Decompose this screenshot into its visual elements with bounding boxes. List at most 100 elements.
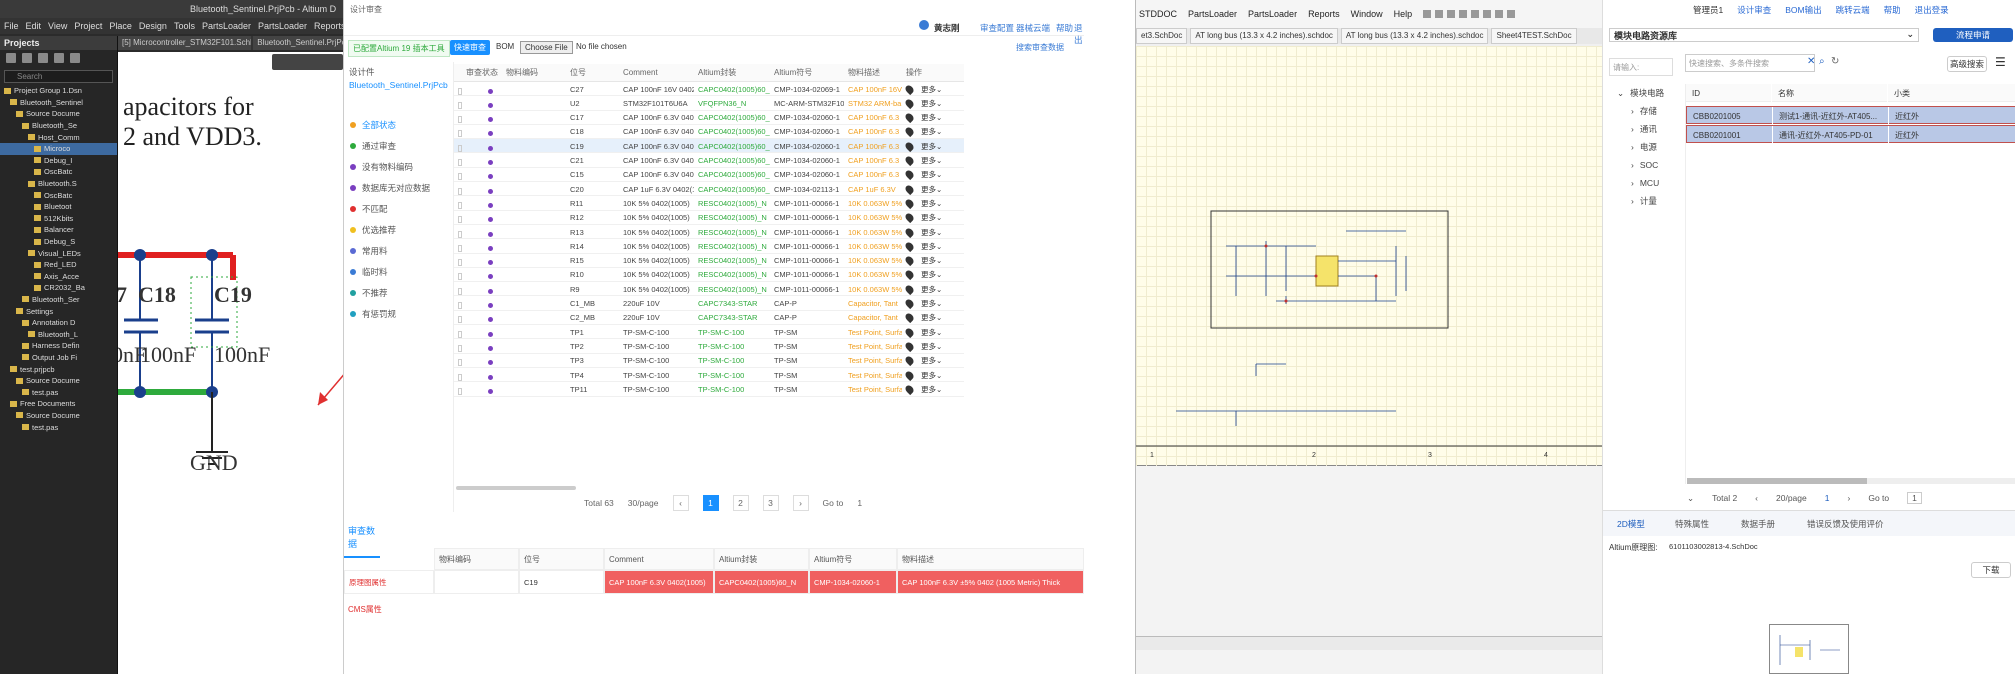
row-checkbox[interactable]	[454, 168, 462, 186]
row-checkbox[interactable]	[454, 339, 462, 357]
chevron-down-icon[interactable]: ⌄	[936, 184, 943, 194]
tree-item[interactable]: 512Kbits	[0, 213, 117, 225]
more-button[interactable]: 更多	[921, 184, 936, 194]
prev-page-icon[interactable]: ‹	[672, 495, 689, 511]
locate-pin-icon[interactable]	[903, 369, 916, 381]
tree-item[interactable]: Bluetooth_Sentinel	[0, 97, 117, 109]
wire-icon[interactable]	[1495, 10, 1504, 18]
doc-tab[interactable]: Bluetooth_Sentinel.PrjPcb	[253, 36, 343, 50]
clear-icon[interactable]: ✕	[1807, 56, 1816, 67]
goto-input[interactable]: 1	[857, 498, 863, 508]
locate-pin-icon[interactable]	[903, 297, 916, 310]
action-cell[interactable]: 更多 ⌄	[902, 268, 964, 282]
row-checkbox[interactable]	[454, 325, 462, 343]
menu-item[interactable]: PartsLoader	[1188, 9, 1238, 19]
category-item[interactable]: ›存储	[1631, 102, 1664, 120]
more-button[interactable]: 更多	[921, 284, 936, 294]
row-checkbox[interactable]	[454, 382, 462, 400]
menu-item[interactable]: Help	[1393, 9, 1413, 19]
page-button[interactable]: 1	[702, 495, 719, 511]
tree-item[interactable]: test.pas	[0, 421, 117, 433]
chevron-down-icon[interactable]: ⌄	[936, 299, 943, 308]
menu-item[interactable]: Reports	[1308, 9, 1340, 19]
link-logout[interactable]: 退出	[1074, 23, 1083, 45]
chevron-down-icon[interactable]: ⌄	[936, 241, 943, 251]
menu-item[interactable]: View	[48, 21, 68, 31]
status-filter-item[interactable]: 优选推荐	[344, 219, 453, 240]
page-button[interactable]: 1	[1824, 493, 1830, 503]
design-file-name[interactable]: Bluetooth_Sentinel.PrjPcb	[349, 80, 448, 90]
locate-pin-icon[interactable]	[903, 269, 916, 281]
chevron-down-icon[interactable]: ⌄	[936, 198, 943, 208]
chevron-down-icon[interactable]: ⌄	[936, 313, 943, 323]
locate-pin-icon[interactable]	[903, 126, 916, 138]
search-icon[interactable]: ⌕	[1819, 56, 1825, 67]
quick-review-button[interactable]: 快速审查	[450, 40, 490, 55]
tab-datasheet[interactable]: 数据手册	[1741, 519, 1776, 529]
category-item[interactable]: ›电源	[1631, 138, 1664, 156]
status-filter-item[interactable]: 有惩罚规	[344, 303, 453, 324]
locate-pin-icon[interactable]	[903, 383, 916, 395]
tree-item[interactable]: Balancer	[0, 224, 117, 236]
action-cell[interactable]: 更多 ⌄	[902, 311, 964, 325]
open-icon[interactable]	[1435, 10, 1444, 18]
menu-item[interactable]: Design	[138, 21, 167, 31]
column-header[interactable]: Altium符号	[770, 64, 844, 82]
locate-pin-icon[interactable]	[903, 169, 916, 181]
doc-tab[interactable]: Sheet4TEST.SchDoc	[1491, 28, 1577, 44]
doc-tab[interactable]: AT long bus (13.3 x 4.2 inches).schdoc	[1340, 28, 1489, 44]
more-button[interactable]: 更多	[921, 170, 936, 180]
tree-item[interactable]: Annotation D	[0, 317, 117, 329]
action-cell[interactable]: 更多 ⌄	[902, 225, 964, 239]
tree-item[interactable]: Settings	[0, 305, 117, 317]
action-cell[interactable]: 更多 ⌄	[902, 282, 964, 296]
action-cell[interactable]: 更多 ⌄	[902, 82, 964, 96]
row-checkbox[interactable]	[454, 154, 462, 172]
next-page-icon[interactable]: ›	[1847, 493, 1851, 503]
locate-pin-icon[interactable]	[903, 240, 916, 252]
schematic-sheet[interactable]: 1 2 3 4	[1136, 46, 1603, 466]
grid-icon[interactable]	[1483, 10, 1492, 18]
locate-pin-icon[interactable]	[903, 312, 916, 324]
bus-icon[interactable]	[1507, 10, 1516, 18]
link-design-review[interactable]: 设计审查	[1737, 5, 1772, 15]
chevron-down-icon[interactable]: ⌄	[936, 341, 943, 351]
action-cell[interactable]: 更多 ⌄	[902, 211, 964, 225]
zoom-icon[interactable]	[1471, 10, 1480, 18]
action-cell[interactable]: 更多 ⌄	[902, 154, 964, 168]
more-button[interactable]: 更多	[921, 141, 936, 151]
col-name[interactable]: 名称	[1772, 84, 1888, 102]
row-checkbox[interactable]	[454, 297, 462, 315]
locate-pin-icon[interactable]	[903, 340, 916, 353]
tab-feedback[interactable]: 错误反馈及使用评价	[1807, 519, 1884, 529]
chevron-down-icon[interactable]: ⌄	[936, 98, 943, 108]
page-size-select[interactable]: 20/page	[1776, 493, 1807, 503]
download-button[interactable]: 下载	[1971, 562, 2011, 578]
row-checkbox[interactable]	[454, 354, 462, 372]
link-help[interactable]: 帮助	[1056, 23, 1074, 33]
print-icon[interactable]	[1459, 10, 1468, 18]
row-checkbox[interactable]	[454, 196, 462, 214]
status-filter-item[interactable]: 常用料	[344, 240, 453, 261]
more-button[interactable]: 更多	[921, 384, 936, 394]
chevron-down-icon[interactable]: ⌄	[936, 384, 943, 394]
chevron-down-icon[interactable]: ⌄	[936, 141, 943, 151]
locate-pin-icon[interactable]	[903, 183, 916, 195]
chevron-down-icon[interactable]: ⌄	[936, 256, 943, 266]
menu-item[interactable]: Tools	[173, 21, 195, 31]
tree-item[interactable]: Visual_LEDs	[0, 247, 117, 259]
link-cloud[interactable]: 器械云端	[1016, 23, 1051, 33]
tree-item[interactable]: Axis_Acce	[0, 271, 117, 283]
locate-pin-icon[interactable]	[903, 254, 916, 267]
menu-item[interactable]: Edit	[25, 21, 42, 31]
tree-item[interactable]: CR2032_Ba	[0, 282, 117, 294]
column-header[interactable]: Comment	[619, 64, 694, 82]
locate-pin-icon[interactable]	[903, 197, 916, 210]
row-checkbox[interactable]	[454, 125, 462, 143]
